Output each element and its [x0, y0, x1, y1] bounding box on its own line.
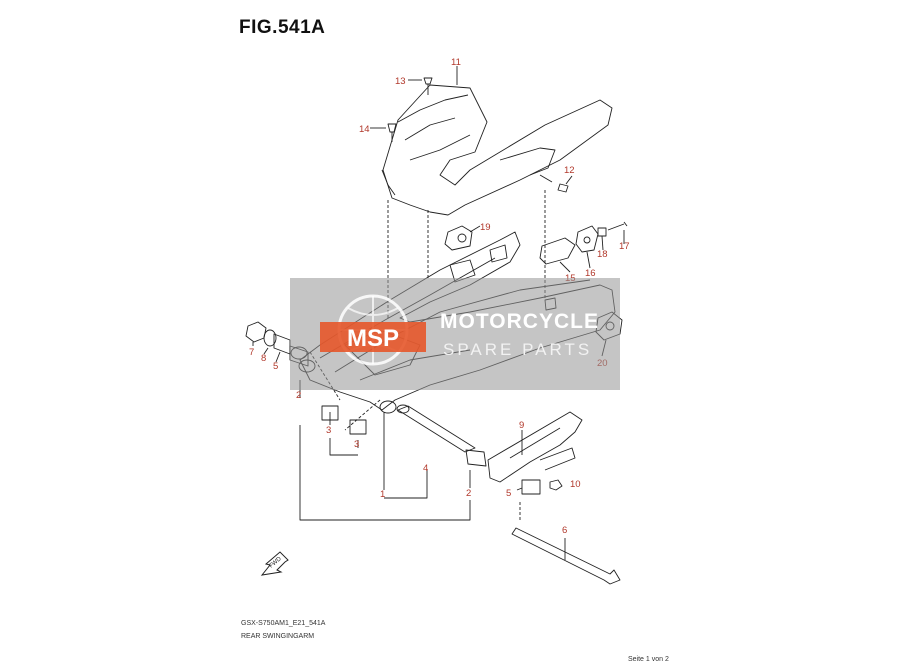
stopper-part-19: [444, 225, 473, 251]
callout-8: 8: [261, 353, 266, 364]
callout-5a: 5: [273, 361, 278, 372]
callout-11: 11: [451, 57, 461, 68]
bolt-part-10: [549, 479, 563, 491]
pivot-bolt-part-6: [511, 527, 621, 585]
callout-7: 7: [249, 347, 254, 358]
watermark-brand-line2: SPARE PARTS: [443, 340, 593, 359]
bolt-part-12: [539, 174, 569, 193]
logo-text: MSP: [347, 325, 399, 352]
callout-13: 13: [395, 76, 406, 87]
callout-18: 18: [597, 249, 608, 260]
callout-2b: 2: [466, 488, 471, 499]
pivot-tube-part-4: [397, 405, 476, 453]
collar-part-5b: [521, 479, 541, 495]
callout-19: 19: [480, 222, 491, 233]
bolt-part-17: [607, 221, 628, 231]
bushing-part-3b: [349, 419, 367, 435]
adjuster-part-16: [575, 225, 599, 253]
msp-logo: MSP: [320, 294, 426, 366]
callout-3a: 3: [326, 425, 331, 436]
callout-14: 14: [359, 124, 370, 135]
chain-guide-part-9: [487, 411, 583, 483]
bushing-part-3a: [321, 405, 339, 421]
page-indicator: Seite 1 von 2: [628, 656, 669, 663]
nut-part-7: [245, 321, 267, 343]
callout-2a: 2: [296, 390, 301, 401]
callout-16: 16: [585, 268, 596, 279]
callout-9: 9: [519, 420, 524, 431]
figure-caption: REAR SWINGINGARM: [241, 633, 315, 640]
nut-part-18: [597, 227, 607, 237]
model-code: GSX-S750AM1_E21_541A: [241, 620, 326, 627]
washer-part-8: [263, 329, 277, 347]
forward-direction-arrow: FWD: [260, 551, 289, 576]
watermark-brand-line1: MOTORCYCLE: [440, 310, 599, 333]
callout-17: 17: [619, 241, 630, 252]
callout-4: 4: [423, 463, 428, 474]
rear-fender-part-11: [382, 84, 613, 216]
callout-12: 12: [564, 165, 575, 176]
bolt-part-13: [423, 77, 433, 95]
bolt-part-14: [387, 123, 397, 142]
callout-5b: 5: [506, 488, 511, 499]
figure-title: FIG.541A: [239, 17, 326, 38]
plate-part-15: [539, 237, 576, 265]
callout-1: 1: [380, 489, 385, 500]
callout-10: 10: [570, 479, 581, 490]
callout-3b: 3: [354, 439, 359, 450]
callout-6: 6: [562, 525, 567, 536]
bearing-part-2b: [465, 449, 487, 467]
